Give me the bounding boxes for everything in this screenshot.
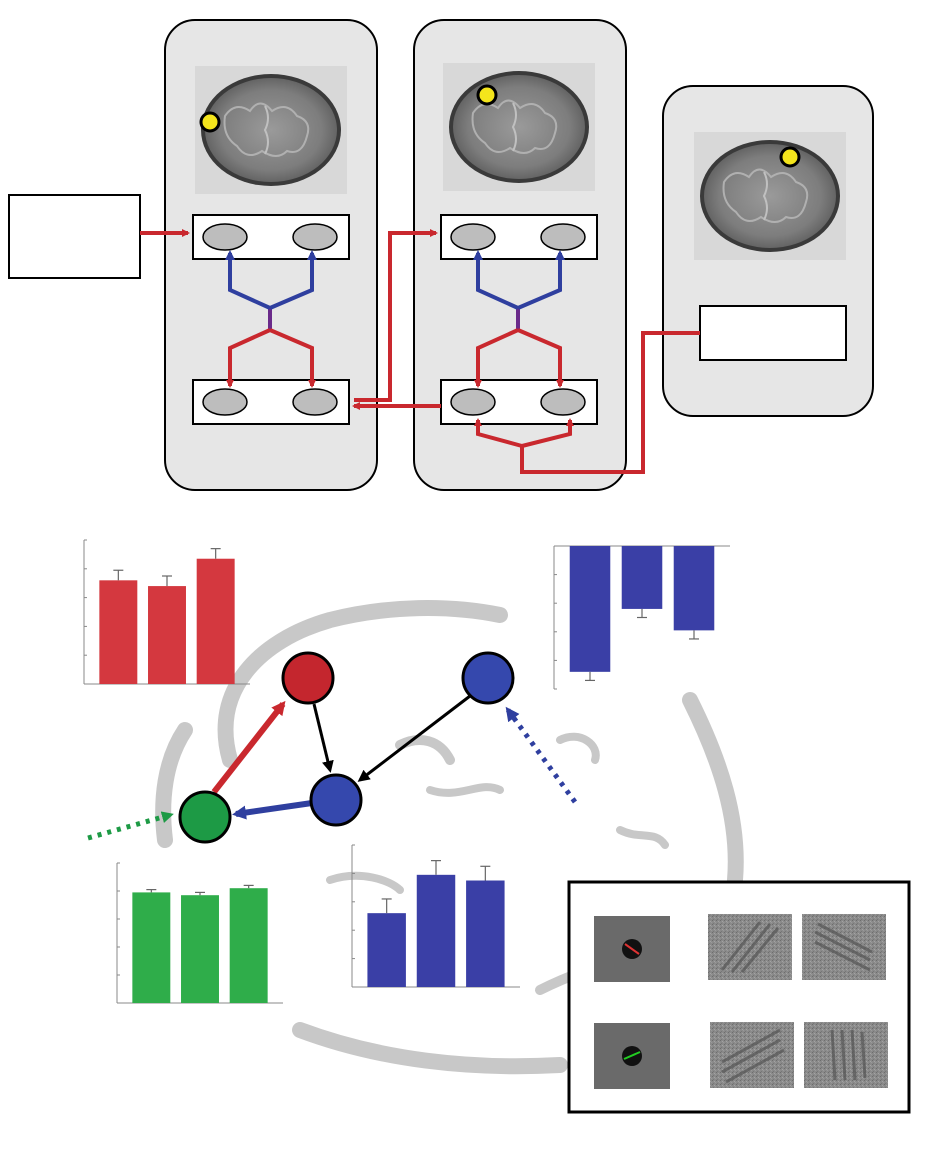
bar-3 (466, 880, 505, 987)
yellow-dot-icon (476, 84, 498, 106)
bar-chart-4 (351, 844, 520, 988)
bar-1 (367, 913, 406, 987)
bar-chart-1 (83, 539, 250, 685)
bar-3 (196, 558, 235, 684)
input-green-dotted (87, 811, 174, 841)
bar-1 (99, 580, 138, 684)
bar-2 (416, 874, 456, 987)
model-panels (8, 19, 874, 491)
edge-green-to-red (211, 700, 286, 794)
node-blue-center (309, 773, 363, 827)
bar-chart-3 (116, 862, 283, 1004)
edge-blue-top-to-blue (357, 694, 471, 782)
output-feedback-arrow (520, 331, 700, 474)
grating-stimulus-2 (802, 914, 886, 980)
bar-1 (132, 892, 171, 1003)
edge-red-to-blue (312, 703, 334, 773)
cue-stimulus-1 (594, 916, 670, 982)
stimulus-panel (567, 880, 911, 1114)
bar-1 (569, 546, 611, 672)
edge-blue-to-green (232, 800, 313, 820)
network-nodes (178, 651, 515, 844)
output-box (699, 305, 847, 361)
node-green (178, 790, 232, 844)
grating-stimulus-3 (710, 1022, 794, 1088)
brain-slice-icon (694, 132, 846, 260)
brain-slice-icon (443, 63, 595, 191)
node-blue-top (461, 651, 515, 705)
bar-3 (673, 546, 715, 631)
input-blue-dotted (505, 706, 578, 804)
feedforward-arrow (354, 229, 438, 402)
input-box (8, 194, 141, 279)
yellow-dot-icon (779, 146, 801, 168)
grating-stimulus-4 (804, 1022, 888, 1088)
yellow-dot-icon (199, 111, 221, 133)
node-red (281, 651, 335, 705)
bar-2 (148, 586, 186, 684)
bar-chart-2 (553, 545, 730, 690)
network-edges (87, 694, 578, 841)
grating-stimulus-1 (708, 914, 792, 980)
brain-slice-icon (195, 66, 347, 194)
bar-3 (229, 888, 268, 1003)
bar-2 (181, 895, 219, 1003)
bar-2 (621, 546, 663, 609)
bar-charts (83, 539, 730, 1004)
cue-stimulus-2 (594, 1023, 670, 1089)
